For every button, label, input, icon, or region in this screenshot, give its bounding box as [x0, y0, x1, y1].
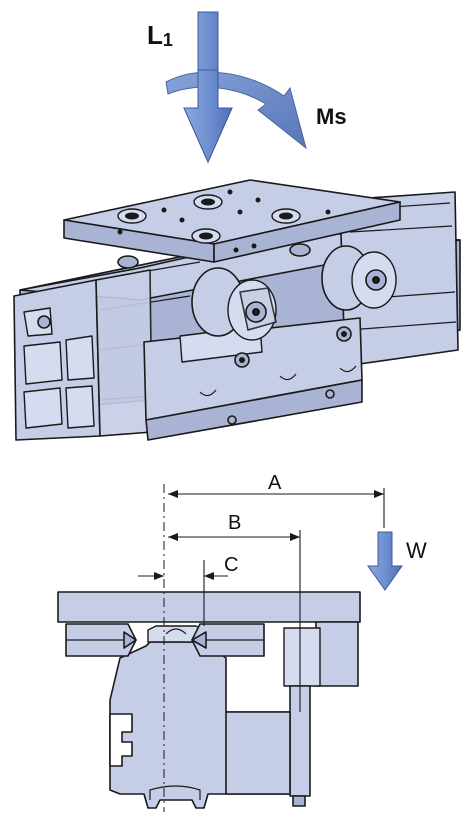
cross-section-drawing: [57, 484, 403, 812]
load-arrows: [165, 11, 307, 164]
label-load-w: W: [406, 538, 427, 563]
roller-right: [321, 245, 397, 311]
label-dim-b: B: [228, 512, 241, 534]
label-l1: L1: [147, 20, 173, 50]
label-dim-c: C: [224, 554, 238, 576]
roller-left: [191, 267, 277, 341]
slide-3d-illustration: [13, 179, 461, 441]
label-ms: Ms: [316, 104, 347, 129]
label-dim-a: A: [268, 472, 282, 494]
load-arrow-w: [367, 531, 403, 591]
